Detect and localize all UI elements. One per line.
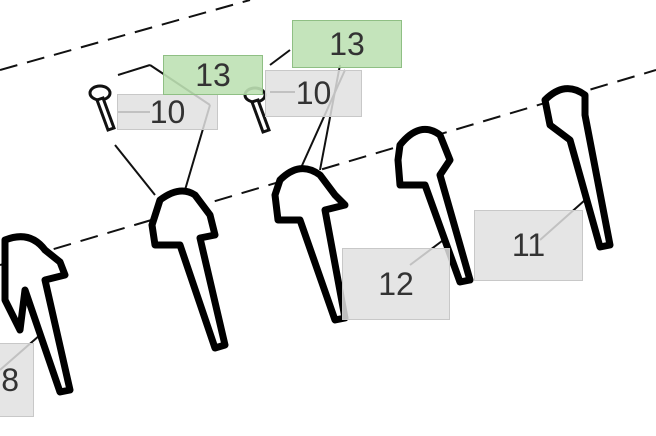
callout-label-13: 13 xyxy=(292,20,402,68)
axis-line-upper xyxy=(0,0,251,71)
screw-icon xyxy=(88,84,271,134)
callout-label-11: 11 xyxy=(474,210,583,281)
callout-label-12: 12 xyxy=(342,248,450,320)
callout-label-partial: 8 xyxy=(0,343,34,417)
callout-label-10: 10 xyxy=(265,70,362,117)
clip-parts xyxy=(1,85,614,396)
callout-label-13: 13 xyxy=(163,55,263,95)
callout-label-10: 10 xyxy=(117,94,218,130)
